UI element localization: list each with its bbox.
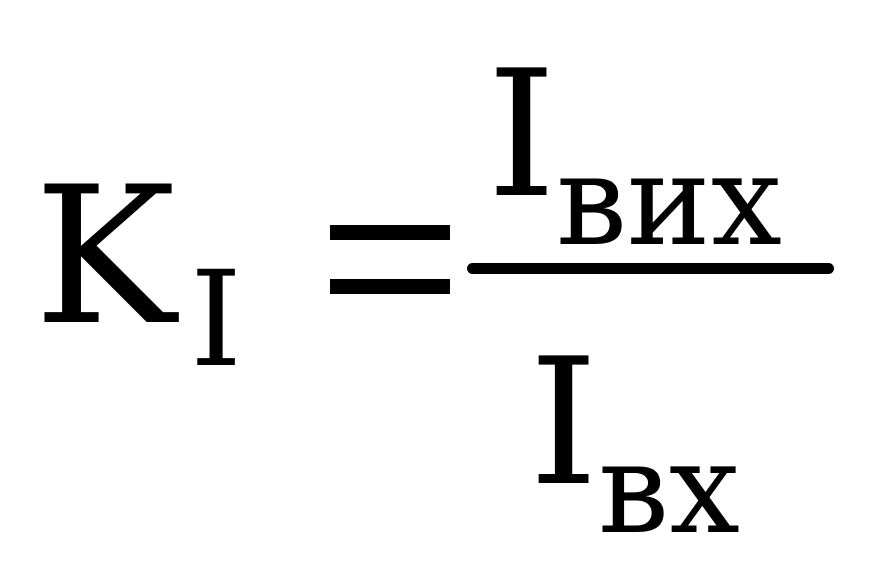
fraction-bar bbox=[467, 263, 834, 274]
equals-bar-bottom bbox=[330, 279, 450, 294]
output-current-symbol: I bbox=[487, 34, 557, 237]
gain-subscript: I bbox=[190, 243, 243, 397]
gain-symbol: K bbox=[34, 146, 176, 367]
input-current-symbol: I bbox=[529, 322, 599, 525]
input-current-subscript: вх bbox=[598, 415, 740, 562]
output-current-subscript: вих bbox=[556, 127, 782, 274]
equals-bar-top bbox=[330, 225, 450, 240]
